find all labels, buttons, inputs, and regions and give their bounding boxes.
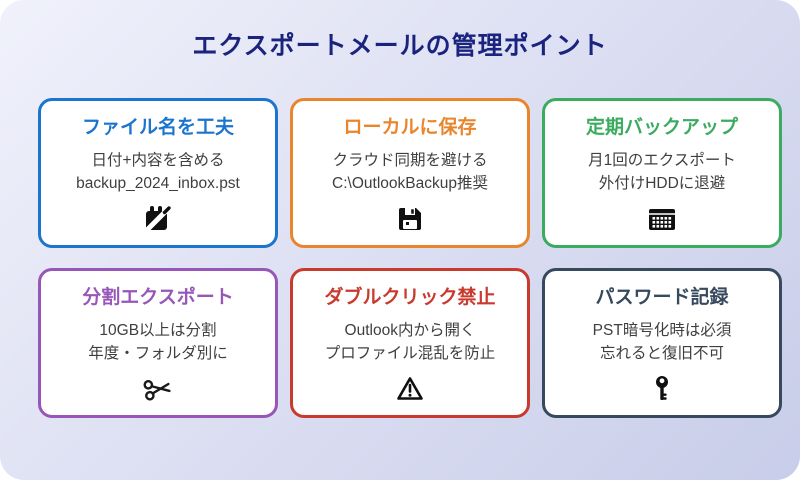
card-split-export-line1: 10GB以上は分割 [99, 321, 217, 339]
card-local-save: ローカルに保存 クラウド同期を避ける C:\OutlookBackup推奨 [290, 98, 530, 248]
scissors-icon [142, 373, 174, 405]
card-periodic-backup-title: 定期バックアップ [585, 117, 738, 138]
card-password-record-body: PST暗号化時は必須 忘れると復旧不可 [593, 319, 732, 366]
floppy-disk-icon [394, 203, 426, 235]
key-icon [646, 373, 678, 405]
card-password-record: パスワード記録 PST暗号化時は必須 忘れると復旧不可 [542, 268, 782, 418]
card-filename-line2: backup_2024_inbox.pst [76, 175, 240, 193]
card-periodic-backup-line1: 月1回のエクスポート [588, 151, 736, 169]
card-local-save-title: ローカルに保存 [343, 117, 477, 138]
card-filename-line1: 日付+内容を含める [91, 151, 225, 169]
card-local-save-line2: C:\OutlookBackup推奨 [332, 175, 488, 193]
card-no-double-click: ダブルクリック禁止 Outlook内から開く プロファイル混乱を防止 [290, 268, 530, 418]
card-periodic-backup-body: 月1回のエクスポート 外付けHDDに退避 [588, 149, 736, 196]
card-filename-title: ファイル名を工夫 [81, 117, 234, 138]
card-split-export: 分割エクスポート 10GB以上は分割 年度・フォルダ別に [38, 268, 278, 418]
warning-icon [394, 373, 426, 405]
card-local-save-line1: クラウド同期を避ける [332, 151, 488, 169]
card-filename-body: 日付+内容を含める backup_2024_inbox.pst [76, 149, 240, 196]
page-title: エクスポートメールの管理ポイント [192, 32, 608, 60]
card-no-double-click-line2: プロファイル混乱を防止 [324, 345, 496, 363]
card-split-export-body: 10GB以上は分割 年度・フォルダ別に [88, 319, 228, 366]
memo-pencil-icon [142, 203, 174, 235]
cards-grid: ファイル名を工夫 日付+内容を含める backup_2024_inbox.pst… [38, 98, 782, 418]
card-local-save-body: クラウド同期を避ける C:\OutlookBackup推奨 [332, 149, 488, 196]
card-no-double-click-title: ダブルクリック禁止 [324, 287, 496, 308]
card-split-export-title: 分割エクスポート [82, 287, 234, 308]
card-no-double-click-body: Outlook内から開く プロファイル混乱を防止 [325, 319, 496, 366]
card-periodic-backup-line2: 外付けHDDに退避 [598, 175, 726, 193]
card-split-export-line2: 年度・フォルダ別に [88, 345, 228, 363]
card-filename: ファイル名を工夫 日付+内容を含める backup_2024_inbox.pst [38, 98, 278, 248]
card-password-record-title: パスワード記録 [595, 287, 729, 308]
card-periodic-backup: 定期バックアップ 月1回のエクスポート 外付けHDDに退避 [542, 98, 782, 248]
card-no-double-click-line1: Outlook内から開く [344, 321, 476, 339]
calendar-icon [646, 203, 678, 235]
card-password-record-line2: 忘れると復旧不可 [599, 345, 724, 363]
card-password-record-line1: PST暗号化時は必須 [592, 321, 732, 339]
